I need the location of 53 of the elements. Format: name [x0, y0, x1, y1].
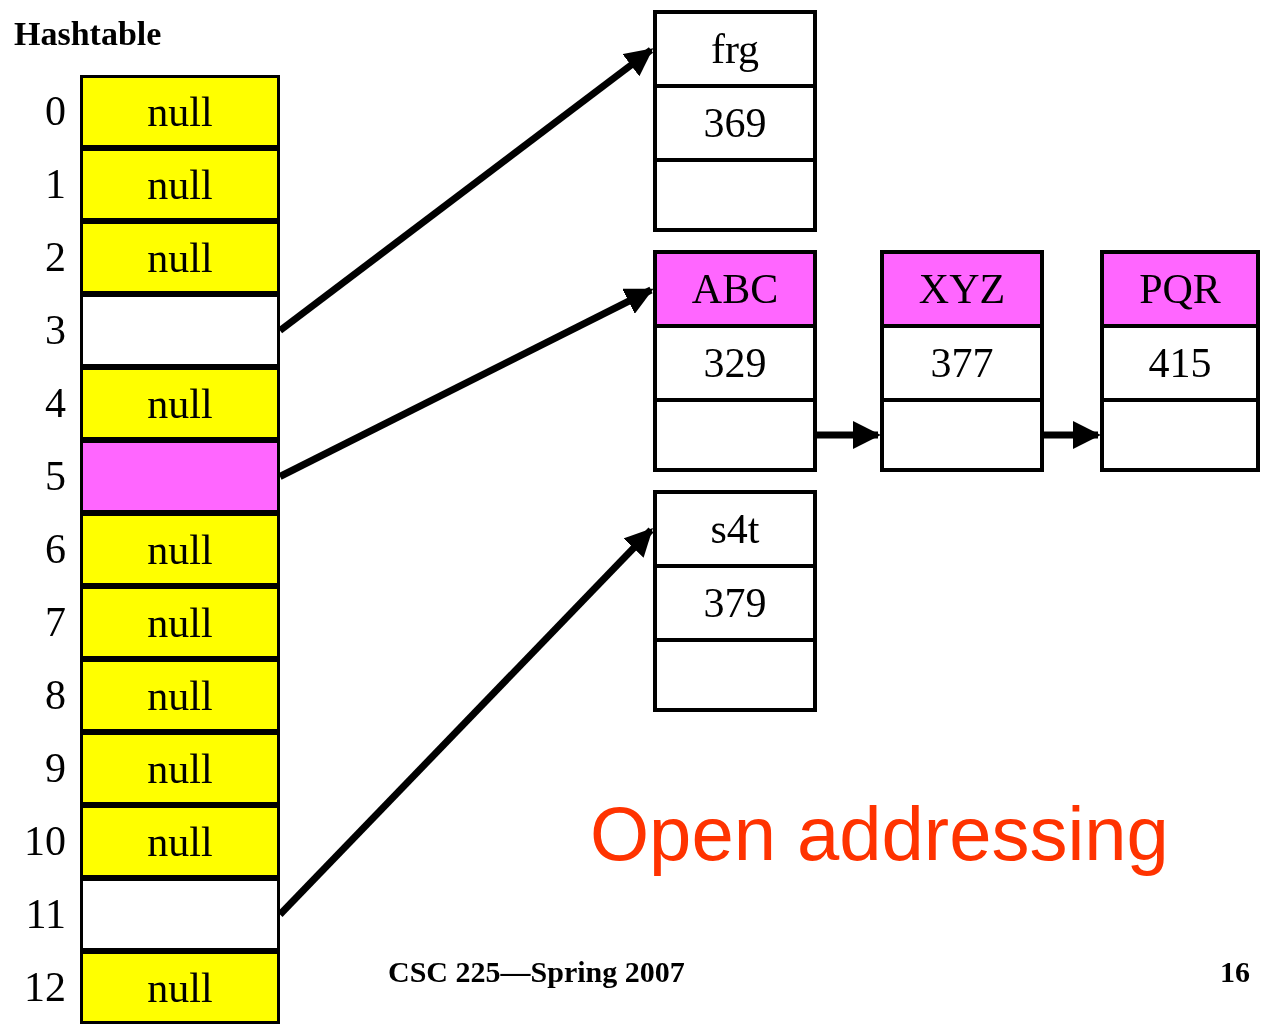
field-value: XYZ [918, 268, 1006, 310]
table-slot [80, 367, 280, 440]
index-number: 3 [44, 309, 66, 351]
footer-text: CSC 225—Spring 2007 [388, 955, 685, 989]
caption-text: Open addressing [590, 790, 1169, 877]
index-number: 9 [44, 747, 66, 789]
arrow [278, 286, 654, 480]
table-slot [80, 732, 280, 805]
slot-value: null [147, 160, 213, 209]
field-value: 369 [703, 102, 767, 144]
field-value: 379 [703, 582, 767, 624]
index-number: 8 [44, 674, 66, 716]
index-number: 0 [44, 90, 66, 132]
table-slot [80, 75, 280, 148]
table-slot [80, 951, 280, 1024]
index-number: 1 [44, 163, 66, 205]
arrow [1044, 421, 1101, 449]
field-value: ABC [691, 268, 779, 310]
index-number: 4 [44, 382, 66, 424]
arrow [817, 421, 881, 449]
index-number: 5 [44, 455, 66, 497]
table-slot [80, 805, 280, 878]
field-value: s4t [710, 508, 760, 550]
empty-table-slot [80, 878, 280, 951]
slot-value: null [147, 233, 213, 282]
slot-value: null [147, 598, 213, 647]
footer-text: 16 [1220, 955, 1250, 989]
slot-value: null [147, 379, 213, 428]
field-value: 415 [1148, 342, 1212, 384]
slot-value: null [147, 87, 213, 136]
index-number: 12 [23, 966, 66, 1008]
slot-value: null [147, 963, 213, 1012]
table-slot [80, 513, 280, 586]
field-value: PQR [1139, 268, 1221, 310]
index-number: 7 [44, 601, 66, 643]
slot-value: null [147, 525, 213, 574]
field-value: 377 [930, 342, 994, 384]
index-number: 10 [23, 820, 66, 862]
table-slot [80, 148, 280, 221]
slot-value: null [147, 817, 213, 866]
field-value: frg [710, 28, 760, 70]
empty-table-slot [80, 294, 280, 367]
slot-value: null [147, 744, 213, 793]
field-value: 329 [703, 342, 767, 384]
empty-table-slot [80, 440, 280, 513]
index-number: 2 [44, 236, 66, 278]
table-slot [80, 586, 280, 659]
index-number: 11 [24, 893, 66, 935]
index-number: 6 [44, 528, 66, 570]
slot-value: null [147, 671, 213, 720]
table-heading: Hashtable [14, 15, 162, 53]
table-slot [80, 221, 280, 294]
table-slot [80, 659, 280, 732]
